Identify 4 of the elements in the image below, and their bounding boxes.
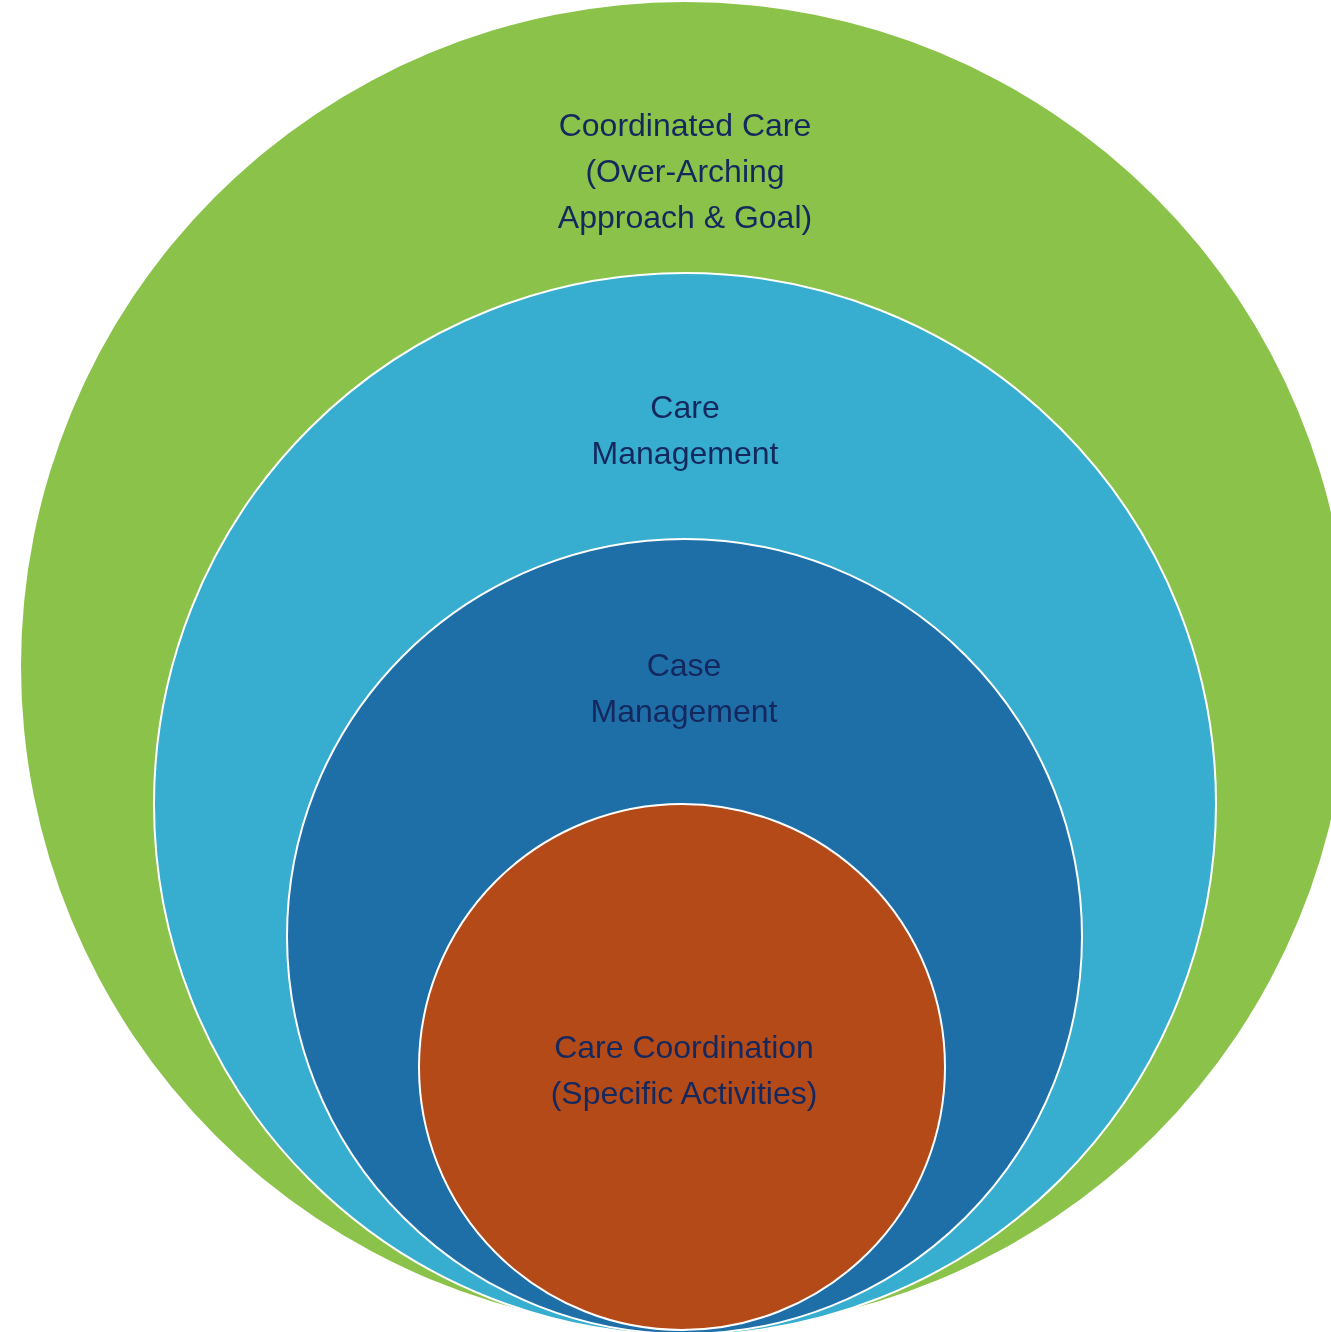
circle-label: Care Management (590, 388, 780, 473)
circle-label: Case Management (589, 646, 779, 731)
circle-label: Coordinated Care (Over-Arching Approach & Goal) (556, 106, 814, 237)
circle-label: Care Coordination (Specific Activities) (549, 1028, 819, 1113)
